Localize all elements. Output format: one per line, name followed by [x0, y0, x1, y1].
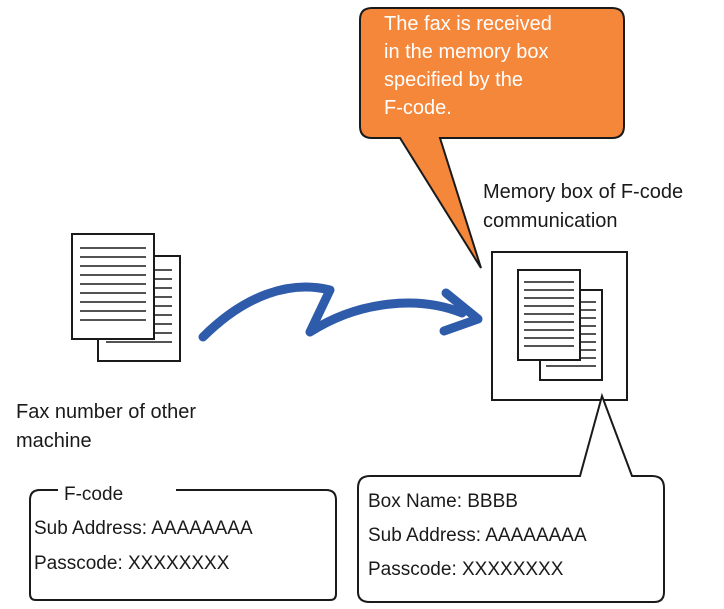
sender-label: Fax number of other machine — [16, 398, 196, 456]
callout-line: specified by the — [384, 69, 523, 91]
sender-document-icon — [71, 233, 181, 362]
sender-label-line: machine — [16, 430, 92, 452]
callout-line: F-code. — [384, 97, 452, 119]
sender-label-line: Fax number of other — [16, 401, 197, 423]
arrow-shaft — [198, 282, 467, 342]
transmission-arrow — [198, 282, 483, 342]
f-code-panel-frame — [29, 489, 337, 601]
callout-text: The fax is received in the memory box sp… — [384, 10, 552, 122]
arrow-head — [439, 288, 483, 336]
memory-box-label: Memory box of F-code communication — [483, 178, 683, 236]
right-sub-address: Sub Address: AAAAAAAA — [368, 525, 587, 546]
right-box-name: Box Name: BBBB — [368, 491, 518, 512]
box-settings-bubble — [357, 392, 665, 603]
callout-bubble — [359, 7, 625, 269]
memory-box-document-icon — [517, 269, 603, 381]
right-passcode: Passcode: XXXXXXXX — [368, 559, 564, 580]
callout-line: in the memory box — [384, 41, 549, 63]
f-code-legend: F-code — [60, 480, 128, 509]
memory-box-label-line: Memory box of F-code — [483, 181, 684, 203]
left-sub-address: Sub Address: AAAAAAAA — [34, 518, 253, 539]
left-passcode: Passcode: XXXXXXXX — [34, 553, 230, 574]
memory-box-label-line: communication — [483, 210, 618, 232]
callout-line: The fax is received — [384, 13, 552, 35]
